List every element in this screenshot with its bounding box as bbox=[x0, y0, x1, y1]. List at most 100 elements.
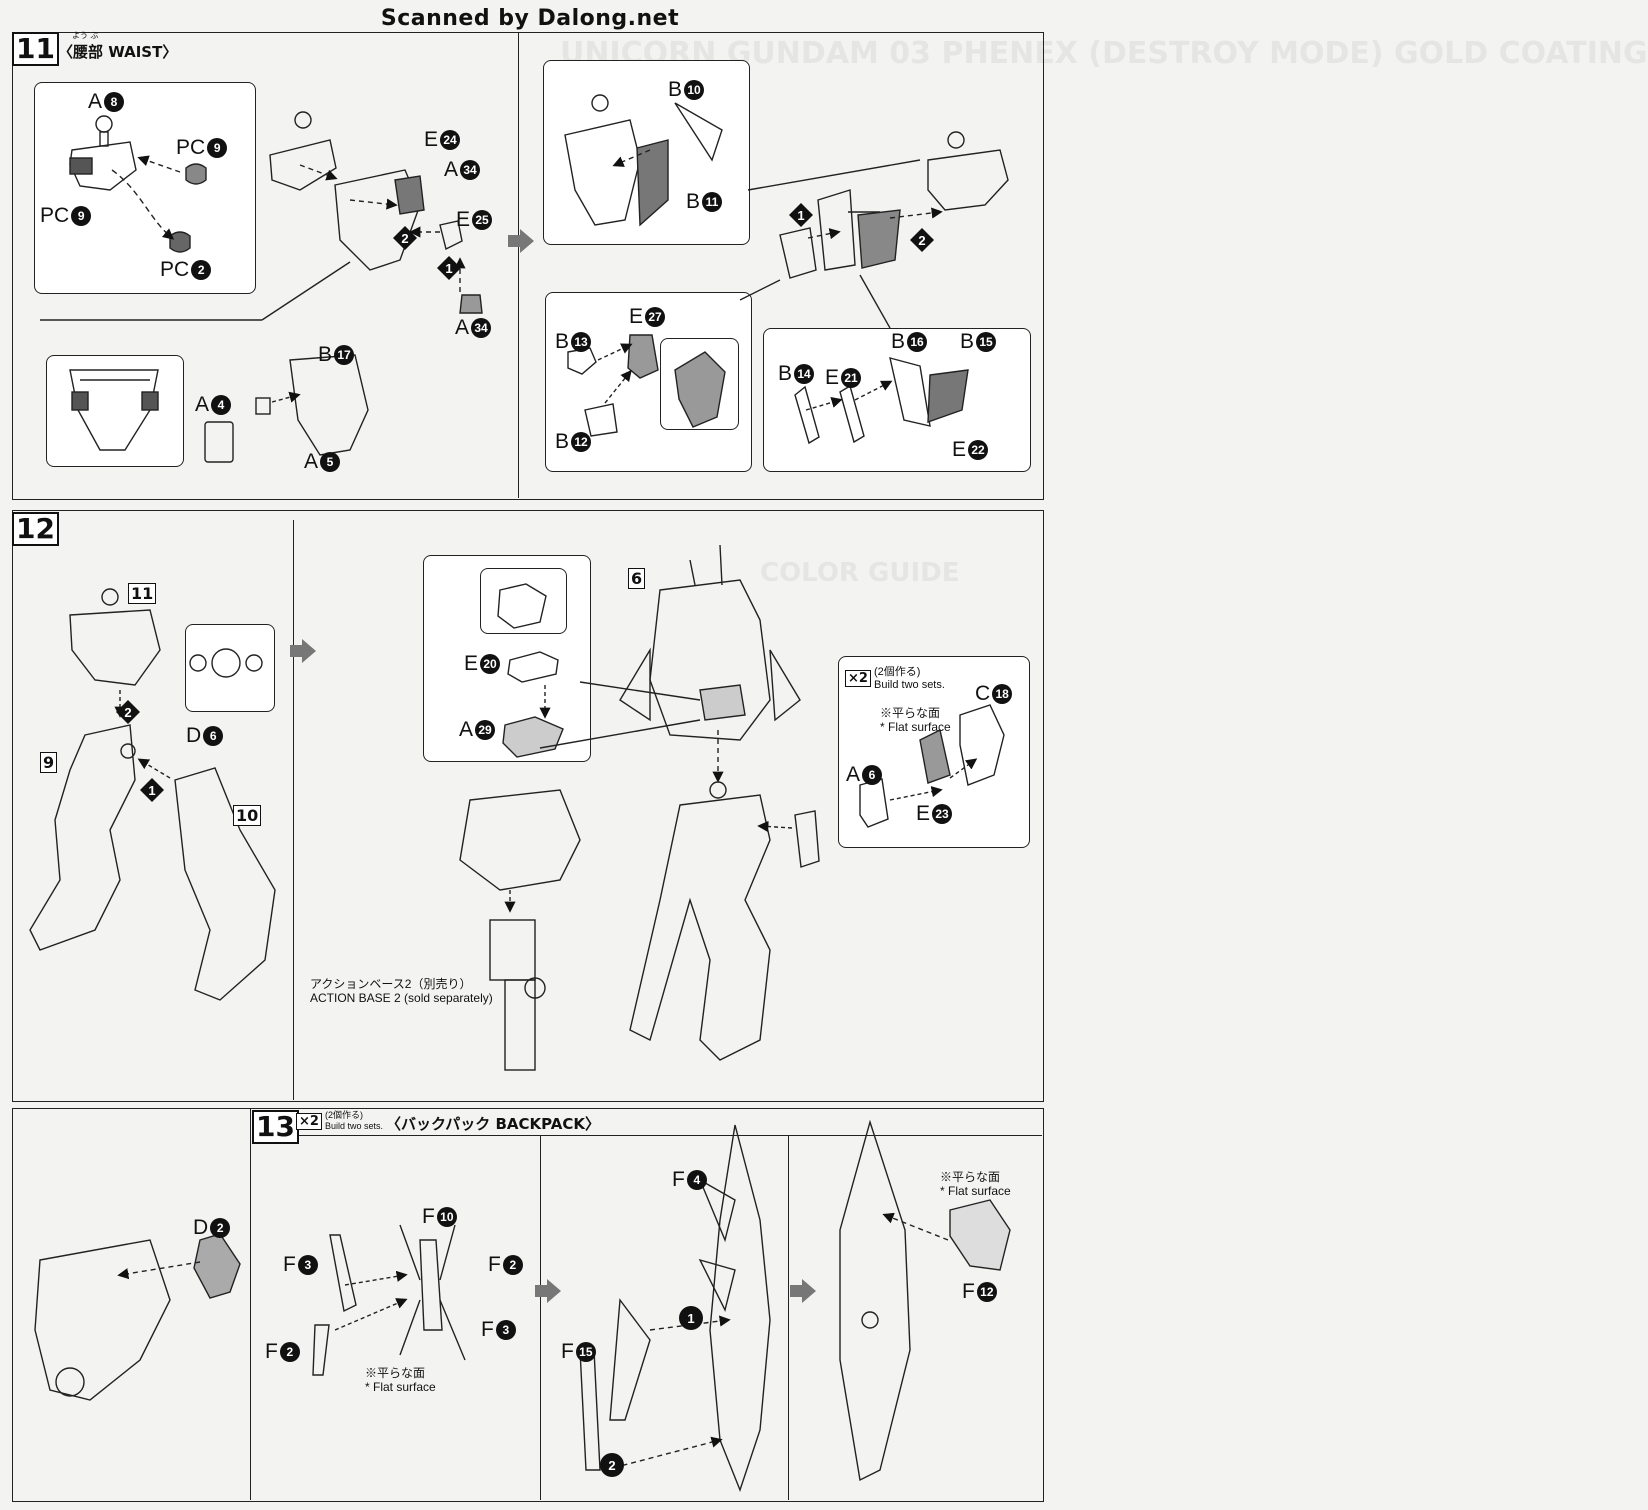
step-13-divider-b bbox=[540, 1135, 541, 1500]
ref-step-6-tag: 6 bbox=[628, 568, 646, 589]
upper-body-sketch bbox=[619, 544, 820, 1061]
step-13-divider-c bbox=[788, 1135, 789, 1500]
step-12-build-note: (2個作る) Build two sets. bbox=[874, 666, 945, 692]
step-11-heading: よう ぶ 〈腰部 WAIST〉 bbox=[58, 30, 177, 62]
action-base-en: ACTION BASE 2 (sold separately) bbox=[310, 991, 493, 1005]
ref-step-9-tag: 9 bbox=[40, 752, 58, 773]
action-base-sketch bbox=[459, 789, 581, 1071]
ref-step-11-tag: 11 bbox=[128, 583, 157, 604]
step-13-title: 〈バックパック BACKPACK〉 bbox=[386, 1115, 601, 1133]
hip-right-sketch bbox=[739, 131, 1009, 329]
seq-1-step13: 1 bbox=[687, 1311, 694, 1326]
step-number-11: 11 bbox=[12, 32, 59, 66]
waist-assembly-sketch bbox=[40, 111, 483, 321]
detail-box-waist-joint bbox=[34, 82, 256, 294]
flow-arrows bbox=[290, 229, 816, 1303]
seq-2-step11b: 2 bbox=[918, 233, 925, 248]
backpack-fin-sketch bbox=[579, 1124, 771, 1493]
b17-sketch bbox=[204, 354, 369, 463]
c18-a6-e23-sketch bbox=[859, 704, 1005, 828]
scan-watermark-banner: Scanned by Dalong.net bbox=[380, 6, 680, 31]
step-13-flat-en-right: * Flat surface bbox=[940, 1184, 1011, 1198]
step-13-divider-a bbox=[250, 1108, 251, 1500]
b12-b13-sketch bbox=[567, 334, 726, 437]
step-number-13: 13 bbox=[252, 1110, 299, 1144]
waist-joint-sketch bbox=[69, 115, 207, 253]
waist-and-legs-sketch bbox=[29, 588, 276, 1001]
step-12-x2-badge: ×2 bbox=[845, 670, 871, 687]
b14-b16-sketch bbox=[794, 357, 969, 445]
step-12-build-en: Build two sets. bbox=[874, 679, 945, 691]
step-13-torso-sketch bbox=[34, 1233, 241, 1401]
step-13-flat-note-left: ※平らな面 * Flat surface bbox=[365, 1366, 436, 1394]
step-12-divider bbox=[293, 520, 294, 1100]
step-13-build-jp: (2個作る) bbox=[325, 1110, 363, 1120]
ghost-color-guide-text: COLOR GUIDE bbox=[760, 558, 960, 588]
waist-back-sketch bbox=[69, 369, 159, 451]
seq-1-step12: 1 bbox=[148, 783, 155, 798]
step-13-flat-en-left: * Flat surface bbox=[365, 1380, 436, 1394]
step-12-flat-en: * Flat surface bbox=[880, 720, 951, 734]
seq-2-step13: 2 bbox=[608, 1458, 615, 1473]
step-11-title: 〈腰部 WAIST〉 bbox=[58, 43, 178, 61]
step-12-flat-jp: ※平らな面 bbox=[880, 706, 941, 720]
step-11-heading-ruby: よう ぶ bbox=[72, 31, 99, 40]
step-13-flat-jp-left: ※平らな面 bbox=[365, 1366, 426, 1380]
action-base-note: アクションベース2（別売り） ACTION BASE 2 (sold separ… bbox=[310, 977, 493, 1005]
step-13-build-en: Build two sets. bbox=[325, 1121, 384, 1131]
f10-fins-sketch bbox=[312, 1224, 466, 1376]
step-13-frame bbox=[12, 1108, 1044, 1502]
seq-2-step11a: 2 bbox=[401, 231, 408, 246]
step-13-flat-jp-right: ※平らな面 bbox=[940, 1170, 1001, 1184]
step-13-header-line bbox=[252, 1135, 1042, 1136]
detail-box-waist-back bbox=[46, 355, 184, 467]
step-12-build-jp: (2個作る) bbox=[874, 666, 921, 678]
step-13-x2-badge: ×2 bbox=[296, 1113, 322, 1130]
b10-b11-sketch bbox=[564, 94, 723, 227]
sequence-markers bbox=[116, 203, 934, 1477]
step-13-build-note: (2個作る) Build two sets. bbox=[325, 1110, 383, 1132]
seq-2-step12: 2 bbox=[124, 705, 131, 720]
step-13-flat-note-right: ※平らな面 * Flat surface bbox=[940, 1170, 1011, 1198]
assembly-illustrations: 1 2 1 2 2 1 1 2 bbox=[29, 94, 1011, 1493]
backpack-final-sketch bbox=[839, 1119, 1011, 1482]
step-12-frame bbox=[12, 510, 1044, 1102]
ref-step-10-tag: 10 bbox=[233, 805, 262, 826]
step-12-flat-note: ※平らな面 * Flat surface bbox=[880, 706, 951, 734]
e20-a29-sketch bbox=[497, 583, 701, 758]
